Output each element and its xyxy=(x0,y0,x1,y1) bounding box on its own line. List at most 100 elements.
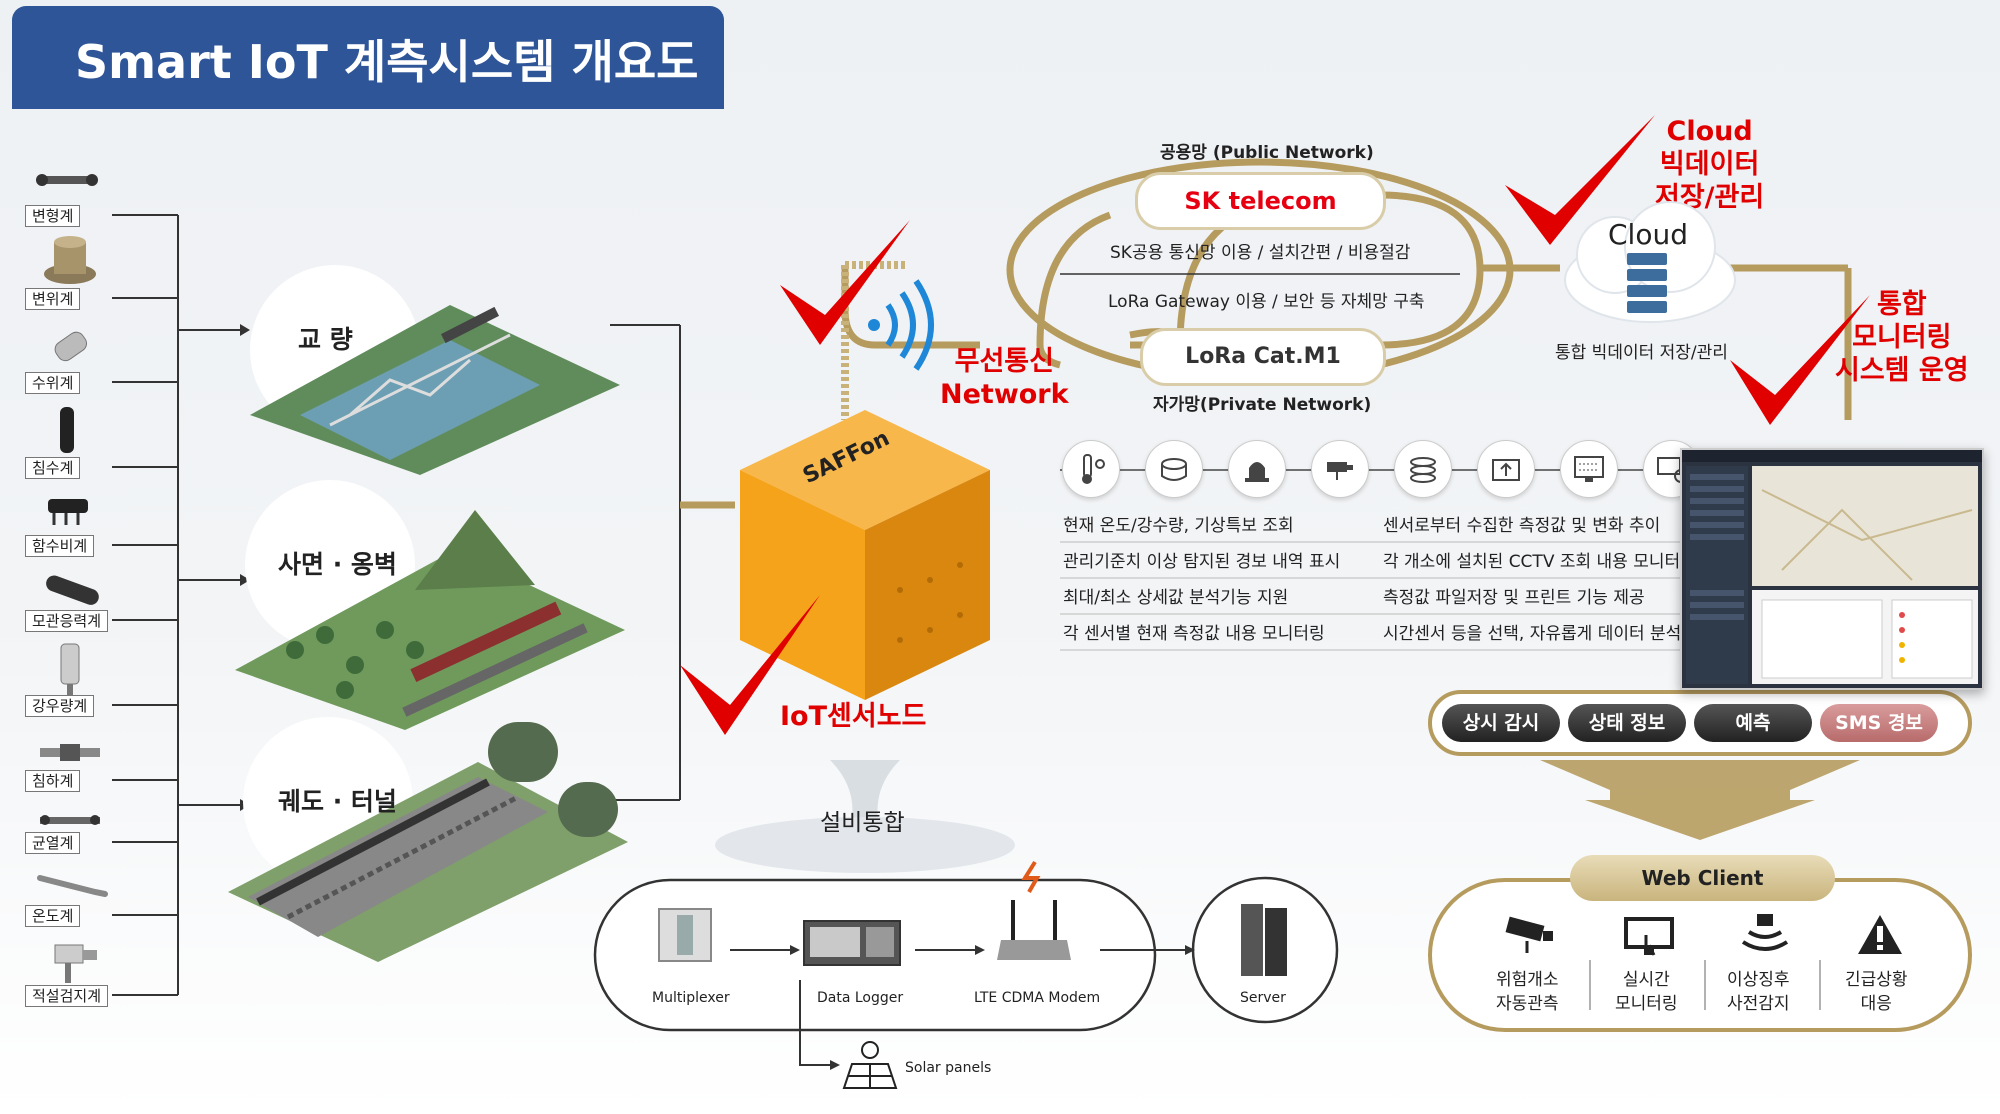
monitor-note-line1: 통합 xyxy=(1876,289,1927,320)
device-label-multiplexer: Multiplexer xyxy=(652,990,730,1006)
service-anomaly-detection: 이상징후 사전감지 xyxy=(1727,968,1790,1016)
sensor-device-icon xyxy=(1145,440,1203,498)
service-4-line1: 긴급상황 xyxy=(1845,970,1908,990)
bridge-scene xyxy=(240,265,620,475)
monitoring-dashboard-screenshot xyxy=(1680,448,1984,690)
check-mark-wireless-icon xyxy=(780,220,910,345)
sensor-label-strain: 변형계 xyxy=(25,205,81,227)
scene-label-bridge: 교 량 xyxy=(298,325,353,354)
device-label-data-logger: Data Logger xyxy=(817,990,904,1006)
page-title: Smart IoT 계측시스템 개요도 xyxy=(75,35,699,89)
thermometer-probe-icon xyxy=(35,870,110,900)
feature-right-1: 센서로부터 수집한 측정값 및 변화 추이 xyxy=(1383,516,1661,536)
service-2-line2: 모니터링 xyxy=(1615,994,1678,1014)
slope-wall-scene xyxy=(235,480,625,730)
data-monitor-icon xyxy=(1560,440,1618,498)
cloud-note-line1: Cloud xyxy=(1666,116,1753,147)
flood-sensor-icon xyxy=(50,405,85,455)
solar-panel-icon xyxy=(842,1041,898,1089)
integration-label: 설비통합 xyxy=(820,810,905,836)
displacement-meter-icon xyxy=(40,232,100,287)
check-mark-node-icon xyxy=(680,595,820,735)
scene-label-tunnel: 궤도 · 터널 xyxy=(278,787,397,816)
alarm-light-icon xyxy=(1228,440,1286,498)
iot-sensor-node-note: IoT센서노드 xyxy=(780,701,927,732)
track-tunnel-scene xyxy=(228,712,628,962)
cloud-icon xyxy=(1564,201,1736,323)
cloud-bigdata-note: Cloud 빅데이터 저장/관리 xyxy=(1655,115,1764,214)
monitoring-system-note: 통합 모니터링 시스템 운영 xyxy=(1835,288,1969,387)
pill-continuous-monitoring: 상시 감시 xyxy=(1442,704,1560,742)
feature-left-1: 현재 온도/강수량, 기상특보 조회 xyxy=(1063,516,1294,536)
pill-status-info: 상태 정보 xyxy=(1568,704,1686,742)
settlement-gauge-icon xyxy=(35,740,105,765)
moisture-meter-icon xyxy=(40,493,100,528)
crack-gauge-icon xyxy=(35,808,105,833)
cctv-icon xyxy=(1311,440,1369,498)
feature-left-2: 관리기준치 이상 탐지된 경보 내역 표시 xyxy=(1063,552,1341,572)
upload-folder-icon xyxy=(1477,440,1535,498)
server-icon xyxy=(1241,904,1287,976)
wireless-note-line2: Network xyxy=(940,379,1069,410)
sensor-label-suction: 모관응력계 xyxy=(25,610,109,632)
device-label-lte-modem: LTE CDMA Modem xyxy=(974,990,1101,1006)
private-network-desc: LoRa Gateway 이용 / 보안 등 자체망 구축 xyxy=(1108,292,1425,312)
device-label-server: Server xyxy=(1240,990,1286,1006)
pill-prediction: 예측 xyxy=(1694,704,1812,742)
service-3-line1: 이상징후 xyxy=(1727,970,1790,990)
service-warning-icon xyxy=(1858,915,1902,954)
service-4-line2: 대응 xyxy=(1860,994,1892,1014)
public-network-label: 공용망 (Public Network) xyxy=(1160,143,1374,163)
iot-sensor-node-cube xyxy=(730,400,1000,710)
service-2-line1: 실시간 xyxy=(1622,970,1670,990)
lora-logo-text: LoRa Cat.M1 xyxy=(1185,344,1341,369)
service-emergency-response: 긴급상황 대응 xyxy=(1845,968,1908,1016)
sensor-stack-icon xyxy=(1394,440,1452,498)
feature-left-3: 최대/최소 상세값 분석기능 지원 xyxy=(1063,588,1289,608)
title-banner xyxy=(12,6,724,109)
sensor-label-displacement: 변위계 xyxy=(25,288,81,310)
data-logger-icon xyxy=(803,920,901,966)
sensor-label-moisture: 함수비계 xyxy=(25,535,95,557)
feature-right-2: 각 개소에 설치된 CCTV 조회 내용 모니터링 xyxy=(1383,552,1696,572)
service-signal-alert-icon xyxy=(1741,914,1789,951)
wireless-signal-icon xyxy=(860,275,940,375)
sensor-label-crack: 균열계 xyxy=(25,832,81,854)
cloud-label: Cloud xyxy=(1608,218,1688,251)
service-auto-observation: 위험개소 자동관측 xyxy=(1496,968,1559,1016)
pill-sms-alert: SMS 경보 xyxy=(1820,704,1938,742)
wireless-note-line1: 무선통신 xyxy=(954,346,1054,377)
scene-label-slope: 사면 · 옹벽 xyxy=(278,550,397,579)
feature-right-3: 측정값 파일저장 및 프린트 기능 제공 xyxy=(1383,588,1645,608)
suction-meter-icon xyxy=(40,570,105,610)
cloud-note-line2: 빅데이터 xyxy=(1659,149,1760,180)
service-1-line2: 자동관측 xyxy=(1496,994,1559,1014)
strain-gauge-icon xyxy=(32,160,102,200)
snow-detector-icon xyxy=(45,940,105,985)
multiplexer-icon xyxy=(658,908,712,962)
rain-gauge-icon xyxy=(55,642,85,697)
sensor-label-water-level: 수위계 xyxy=(25,372,81,394)
private-network-label: 자가망(Private Network) xyxy=(1153,395,1372,415)
sensor-label-snow: 적설검지계 xyxy=(25,985,109,1007)
lte-modem-icon xyxy=(997,860,1071,960)
monitor-note-line2: 모니터링 xyxy=(1852,322,1952,353)
solar-panels-label: Solar panels xyxy=(905,1060,992,1076)
public-network-desc: SK공용 통신망 이용 / 설치간편 / 비용절감 xyxy=(1110,243,1411,263)
lora-logo: LoRa Cat.M1 xyxy=(1140,328,1386,386)
service-realtime-monitoring: 실시간 모니터링 xyxy=(1615,968,1678,1016)
sk-telecom-logo-text: SK telecom xyxy=(1184,187,1337,215)
sk-telecom-logo: SK telecom xyxy=(1135,172,1386,230)
sensor-label-temperature: 온도계 xyxy=(25,905,81,927)
web-client-title: Web Client xyxy=(1570,855,1835,901)
thermometer-sun-icon xyxy=(1062,440,1120,498)
check-mark-cloud-icon xyxy=(1505,115,1655,245)
service-3-line2: 사전감지 xyxy=(1727,994,1790,1014)
feature-left-4: 각 센서별 현재 측정값 내용 모니터링 xyxy=(1063,624,1325,644)
monitor-note-line3: 시스템 운영 xyxy=(1835,355,1969,386)
service-1-line1: 위험개소 xyxy=(1496,970,1559,990)
sensor-label-settlement: 침하계 xyxy=(25,770,81,792)
check-mark-monitoring-icon xyxy=(1730,295,1870,425)
wireless-network-note: 무선통신 Network xyxy=(940,345,1069,411)
sensor-label-rain: 강우량계 xyxy=(25,695,95,717)
